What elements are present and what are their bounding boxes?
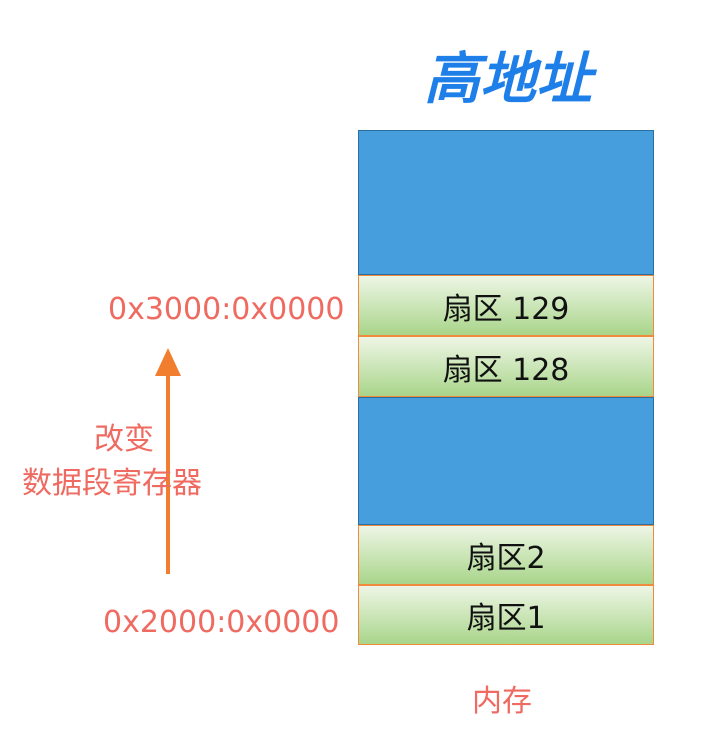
- sector-1: 扇区1: [358, 585, 654, 645]
- sector-129: 扇区 129: [358, 275, 654, 336]
- memory-block-middle: [358, 397, 654, 525]
- memory-block-top: [358, 130, 654, 275]
- sector-128: 扇区 128: [358, 336, 654, 397]
- memory-caption: 内存: [472, 684, 532, 719]
- address-high-label: 0x3000:0x0000: [108, 292, 345, 327]
- high-address-title: 高地址: [424, 47, 592, 112]
- arrow-up-icon: [155, 348, 181, 376]
- arrow-shaft: [166, 372, 170, 574]
- arrow-label-line2: 数据段寄存器: [22, 466, 202, 501]
- arrow-label-line1: 改变: [94, 422, 154, 457]
- address-low-label: 0x2000:0x0000: [103, 605, 340, 640]
- sector-2: 扇区2: [358, 525, 654, 585]
